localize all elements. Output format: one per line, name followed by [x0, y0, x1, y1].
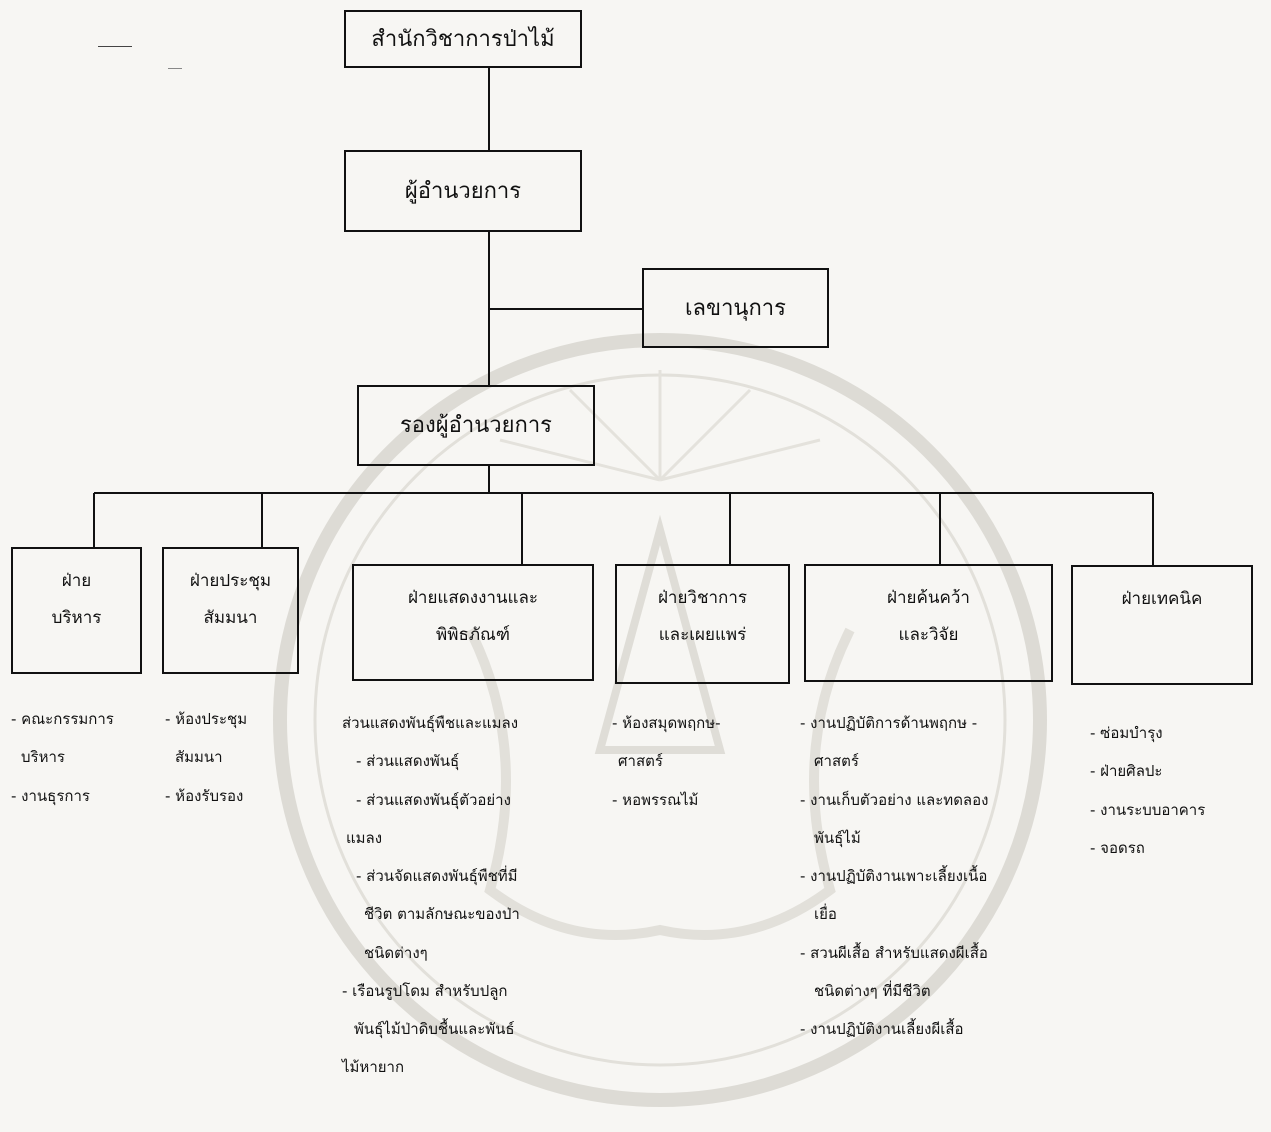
list-item: - คณะกรรมการ — [11, 710, 114, 728]
list-item: ส่วนแสดงพันธุ์พืชและแมลง — [342, 714, 519, 732]
list-item: ชีวิต ตามลักษณะของป่า — [364, 905, 520, 924]
list-item: เยื่อ — [814, 905, 837, 924]
division-academic-box: ฝ่ายวิชาการและเผยแพร่ — [615, 564, 790, 684]
top-office-box: สำนักวิชาการป่าไม้ — [344, 10, 582, 68]
list-item: - สวนผีเสื้อ สำหรับแสดงผีเสื้อ — [800, 943, 988, 962]
top-office-label: สำนักวิชาการป่าไม้ — [371, 26, 555, 52]
division-academic-label-2: และเผยแพร่ — [658, 625, 747, 646]
list-item: พันธุ์ไม้ — [814, 828, 861, 847]
list-item: - หอพรรณไม้ — [612, 790, 699, 809]
scan-mark — [98, 46, 132, 47]
division-technical-box: ฝ่ายเทคนิค — [1071, 565, 1253, 685]
division-admin-label-1: ฝ่าย — [61, 571, 92, 591]
director-label: ผู้อำนวยการ — [404, 178, 522, 204]
deputy-box: รองผู้อำนวยการ — [357, 385, 595, 466]
division-research-label-1: ฝ่ายค้นคว้า — [887, 588, 970, 608]
division-exhibit-box: ฝ่ายแสดงงานและพิพิธภัณฑ์ — [352, 564, 594, 681]
list-item: สัมมนา — [175, 748, 223, 767]
secretary-label: เลขานุการ — [685, 295, 786, 321]
list-item: - งานเก็บตัวอย่าง และทดลอง — [800, 790, 989, 809]
list-item: ไม้หายาก — [342, 1058, 405, 1077]
division-meeting-label-1: ฝ่ายประชุม — [189, 571, 272, 591]
list-item: - เรือนรูปโดม สำหรับปลูก — [342, 981, 508, 1000]
division-exhibit-label-2: พิพิธภัณฑ์ — [436, 625, 510, 646]
director-box: ผู้อำนวยการ — [344, 150, 582, 232]
division-admin-label-2: บริหาร — [51, 608, 102, 629]
division-exhibit-label-1: ฝ่ายแสดงงานและ — [407, 588, 539, 608]
list-item: - ส่วนจัดแสดงพันธุ์พืชที่มี — [356, 867, 518, 885]
list-exhibit: ส่วนแสดงพันธุ์พืชและแมลง - ส่วนแสดงพันธุ… — [342, 704, 520, 1087]
deputy-label: รองผู้อำนวยการ — [399, 413, 552, 438]
division-admin-box: ฝ่ายบริหาร — [11, 547, 142, 674]
list-item: - ส่วนแสดงพันธุ์ — [356, 752, 460, 771]
secretary-box: เลขานุการ — [642, 268, 829, 348]
list-item: - งานธุรการ — [11, 786, 90, 805]
list-technical: - ซ่อมบำรุง - ฝ่ายศิลปะ - งานระบบอาคาร -… — [1090, 714, 1205, 867]
list-meeting: - ห้องประชุม สัมมนา - ห้องรับรอง — [165, 700, 247, 815]
list-item: - งานปฏิบัติการด้านพฤกษ - — [800, 714, 978, 732]
division-research-box: ฝ่ายค้นคว้าและวิจัย — [804, 564, 1053, 682]
list-item: - ฝ่ายศิลปะ — [1090, 762, 1163, 781]
list-item: ศาสตร์ — [618, 752, 663, 771]
list-item: - ห้องรับรอง — [165, 786, 244, 805]
list-item: ชนิดต่างๆ — [364, 943, 428, 962]
list-item: - งานระบบอาคาร — [1090, 800, 1206, 819]
division-academic-label-1: ฝ่ายวิชาการ — [657, 588, 748, 608]
division-meeting-label-2: สัมมนา — [203, 608, 258, 629]
list-item: - ห้องสมุดพฤกษ- — [612, 714, 721, 732]
list-item: - งานปฏิบัติงานเพาะเลี้ยงเนื้อ — [800, 867, 988, 885]
list-item: บริหาร — [21, 748, 65, 767]
list-item: - ห้องประชุม — [165, 710, 248, 728]
list-research: - งานปฏิบัติการด้านพฤกษ - ศาสตร์ - งานเก… — [800, 704, 988, 1048]
division-technical-label: ฝ่ายเทคนิค — [1121, 589, 1203, 609]
list-item: - ส่วนแสดงพันธุ์ตัวอย่าง — [356, 790, 511, 809]
list-admin: - คณะกรรมการ บริหาร - งานธุรการ — [11, 700, 114, 815]
list-item: - ซ่อมบำรุง — [1090, 724, 1163, 742]
scan-mark — [168, 68, 182, 69]
list-item: พันธุ์ไม้ป่าดิบชื้นและพันธ์ — [354, 1020, 515, 1038]
division-research-label-2: และวิจัย — [898, 625, 959, 646]
list-item: ศาสตร์ — [814, 752, 859, 771]
list-item: - งานปฏิบัติงานเลี้ยงผีเสื้อ — [800, 1020, 964, 1038]
list-item: - จอดรถ — [1090, 838, 1145, 857]
list-academic: - ห้องสมุดพฤกษ- ศาสตร์ - หอพรรณไม้ — [612, 704, 721, 819]
list-item: แมลง — [346, 828, 383, 847]
list-item: ชนิดต่างๆ ที่มีชีวิต — [814, 981, 931, 1000]
division-meeting-box: ฝ่ายประชุมสัมมนา — [162, 547, 299, 674]
